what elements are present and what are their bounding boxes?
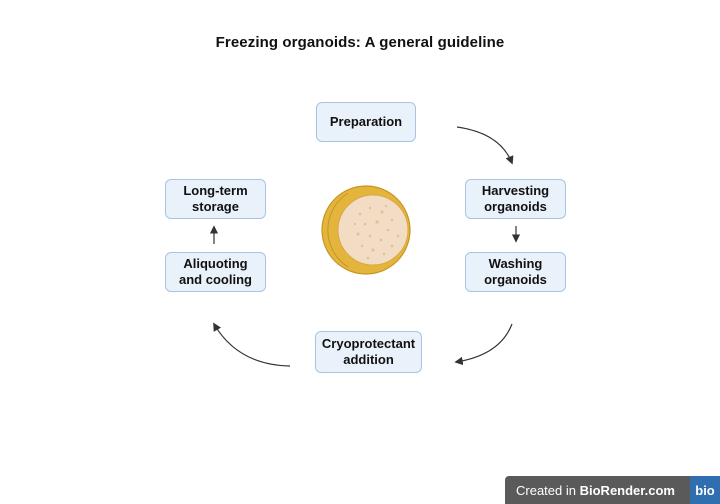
step-aliquoting-line-1: Aliquoting: [183, 256, 248, 271]
badge-text: Created in BioRender.com: [505, 483, 675, 498]
step-cryoprotectant-addition: Cryoprotectant addition: [315, 331, 422, 373]
badge-prefix: Created in: [516, 482, 576, 498]
arrow-washing-to-cryo: [454, 323, 513, 366]
step-preparation-line-1: Preparation: [329, 114, 403, 129]
step-washing-line-2: organoids: [484, 272, 547, 287]
step-cryo-line-2: addition: [343, 352, 394, 367]
biorender-logo-icon: bio: [690, 476, 720, 504]
step-cryo-line-1: Cryoprotectant: [321, 336, 416, 351]
arrow-preparation-to-harvesting: [456, 126, 514, 165]
diagram-title: Freezing organoids: A general guideline: [215, 34, 505, 51]
arrow-cryo-to-aliquoting: [213, 322, 291, 367]
step-washing-organoids: Washing organoids: [465, 252, 566, 292]
badge-brand: BioRender.com: [579, 482, 675, 498]
step-harvesting-line-2: organoids: [484, 199, 547, 214]
step-storage-line-1: Long-term: [183, 183, 248, 198]
step-harvesting-line-1: Harvesting: [481, 183, 550, 198]
step-aliquoting-line-2: and cooling: [179, 272, 252, 287]
organoid-icon: [321, 185, 411, 275]
step-preparation: Preparation: [316, 102, 416, 142]
step-harvesting-organoids: Harvesting organoids: [465, 179, 566, 219]
step-aliquoting-and-cooling: Aliquoting and cooling: [165, 252, 266, 292]
step-long-term-storage: Long-term storage: [165, 179, 266, 219]
step-washing-line-1: Washing: [488, 256, 543, 271]
biorender-badge[interactable]: Created in BioRender.com bio: [505, 476, 720, 504]
step-storage-line-2: storage: [192, 199, 239, 214]
